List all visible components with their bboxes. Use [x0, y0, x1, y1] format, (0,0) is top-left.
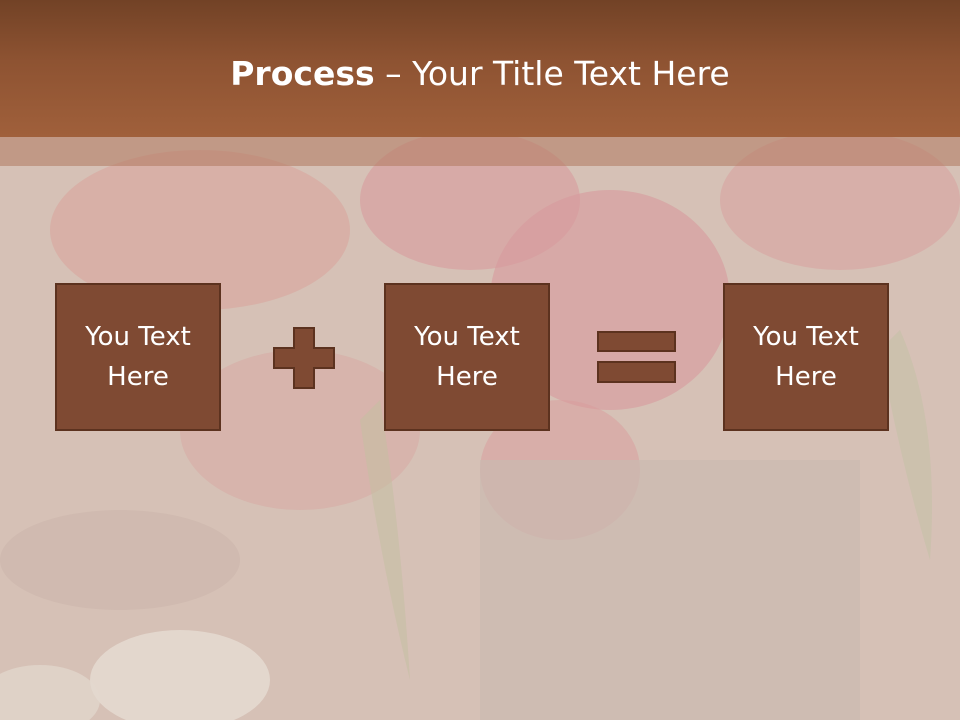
title-bar-strip [0, 137, 960, 166]
equals-icon [597, 331, 676, 383]
slide-title: Process – Your Title Text Here [0, 52, 960, 96]
title-dash: – [374, 54, 413, 93]
equals-top-bar [597, 331, 676, 352]
process-box-3: You Text Here [723, 283, 889, 431]
process-box-1-label: You Text Here [85, 322, 191, 392]
process-box-2-label: You Text Here [414, 322, 520, 392]
title-bold-text: Process [230, 54, 375, 93]
equals-bottom-bar [597, 361, 676, 383]
plus-icon [273, 327, 335, 389]
title-rest-text: Your Title Text Here [412, 54, 730, 93]
process-box-3-label: You Text Here [753, 322, 859, 392]
process-box-2: You Text Here [384, 283, 550, 431]
process-box-1: You Text Here [55, 283, 221, 431]
title-bar [0, 0, 960, 137]
